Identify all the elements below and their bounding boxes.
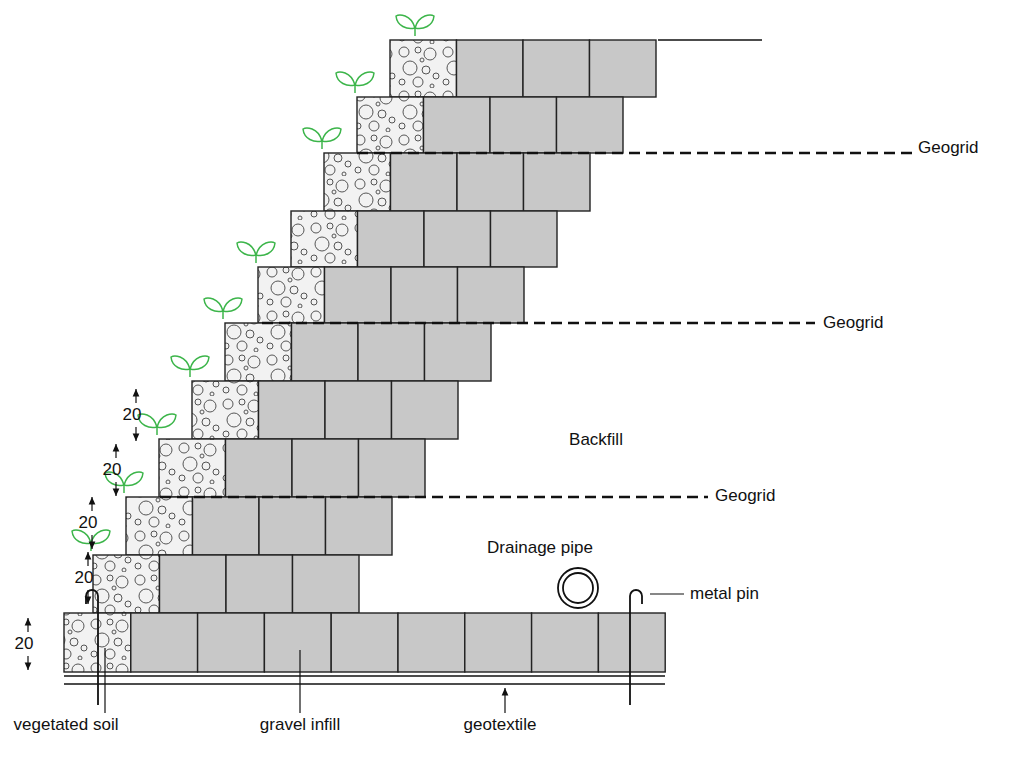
plant-icon <box>171 356 209 377</box>
dimension-label: 20 <box>15 634 34 654</box>
part-label: metal pin <box>690 584 759 604</box>
part-label: Geogrid <box>715 486 775 506</box>
gravel-block <box>391 153 458 211</box>
geotextile-layer <box>64 676 665 684</box>
gravel-block <box>358 211 425 267</box>
gravel-block <box>358 323 425 381</box>
plant-icon <box>396 15 434 36</box>
soil-cell <box>357 97 424 153</box>
soil-cell <box>291 211 358 267</box>
soil-cell <box>390 40 457 97</box>
gravel-block <box>398 613 465 672</box>
gravel-block <box>424 211 491 267</box>
plant-icon <box>138 414 176 435</box>
gravel-block <box>424 97 491 153</box>
gravel-block <box>359 439 426 497</box>
plant-icon <box>204 298 242 319</box>
plant-icon <box>237 242 275 263</box>
part-label: gravel infill <box>260 715 340 735</box>
gravel-block <box>326 497 393 555</box>
dimension-label: 20 <box>103 460 122 480</box>
dimension-arrow <box>135 389 136 403</box>
gravel-block <box>457 40 524 97</box>
dimension-arrow <box>91 497 92 511</box>
gravel-block <box>259 381 326 439</box>
soil-cell <box>258 267 325 323</box>
gravel-block <box>458 267 525 323</box>
gravel-block <box>590 40 657 97</box>
dimension-arrow <box>27 618 28 632</box>
dimension-label: 20 <box>75 568 94 588</box>
part-label: Backfill <box>569 430 623 450</box>
dimension-arrows <box>28 389 136 670</box>
gravel-block <box>331 613 398 672</box>
dimension-arrow <box>27 656 28 670</box>
gravel-block <box>524 153 591 211</box>
gravel-block <box>491 211 558 267</box>
soil-cell <box>225 323 292 381</box>
wall-blocks <box>64 40 665 672</box>
gravel-block <box>391 267 458 323</box>
gravel-block <box>131 613 198 672</box>
gravel-block <box>198 613 265 672</box>
gravel-block <box>292 439 359 497</box>
dimension-label: 20 <box>123 405 142 425</box>
gravel-block <box>392 381 459 439</box>
soil-cell <box>93 555 160 613</box>
gravel-block <box>325 267 392 323</box>
gravel-block <box>523 40 590 97</box>
soil-cell <box>159 439 226 497</box>
gravel-block <box>160 555 227 613</box>
gravel-block <box>292 323 359 381</box>
part-label: vegetated soil <box>14 715 119 735</box>
part-label: geotextile <box>464 715 537 735</box>
gravel-block <box>598 613 665 672</box>
metal-pins <box>86 590 642 705</box>
drainage-pipe <box>558 568 598 608</box>
gravel-block <box>557 97 624 153</box>
part-label: Geogrid <box>823 313 883 333</box>
gravel-block <box>457 153 524 211</box>
plant-icon <box>303 128 341 149</box>
dimension-arrow <box>135 427 136 441</box>
gravel-block <box>226 439 293 497</box>
plant-icon <box>336 72 374 93</box>
leader-lines <box>105 594 684 713</box>
gravel-block <box>264 613 331 672</box>
geogrid-lines <box>160 153 912 497</box>
gravel-block <box>465 613 532 672</box>
plants <box>72 15 434 551</box>
gravel-block <box>193 497 260 555</box>
soil-cell <box>192 381 259 439</box>
gravel-block <box>259 497 326 555</box>
gravel-block <box>325 381 392 439</box>
gravel-block <box>226 555 293 613</box>
gravel-block <box>293 555 360 613</box>
plant-icon <box>72 530 110 551</box>
gravel-block <box>532 613 599 672</box>
ground-line <box>658 39 762 41</box>
dimension-label: 20 <box>79 513 98 533</box>
gravel-block <box>425 323 492 381</box>
dimension-arrow <box>115 482 116 496</box>
dimension-arrow <box>87 590 88 604</box>
soil-cell <box>126 497 193 555</box>
dimension-arrow <box>87 552 88 566</box>
dimension-arrow <box>91 535 92 549</box>
part-label: Geogrid <box>918 138 978 158</box>
part-label: Drainage pipe <box>487 538 593 558</box>
gravel-block <box>490 97 557 153</box>
soil-cell <box>324 153 391 211</box>
dimension-arrow <box>115 444 116 458</box>
